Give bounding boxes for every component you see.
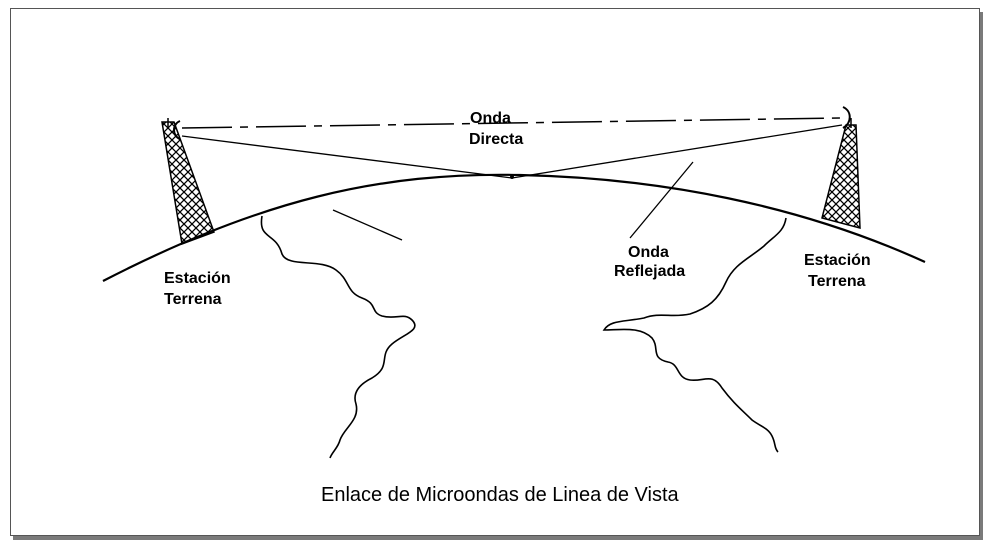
reflected-wave-right-ray (511, 124, 843, 179)
reflected-wave-leader (629, 161, 694, 239)
right-antenna-icon (842, 106, 851, 129)
earth-horizon (102, 173, 926, 282)
direct-wave-line (181, 117, 843, 129)
reflection-point (510, 175, 514, 179)
reflected-wave-label-line1: Onda (628, 244, 669, 261)
left-antenna-icon (173, 120, 181, 140)
left-coastline (260, 215, 416, 459)
left-tower (161, 118, 215, 246)
direct-wave-label-line2: Directa (469, 131, 523, 148)
reflected-wave-left-ray (181, 135, 513, 179)
right-coastline (602, 217, 787, 453)
right-station-label-line2: Terrena (808, 273, 866, 290)
reflected-wave-label-line2: Reflejada (614, 263, 685, 280)
diagram-frame (10, 8, 980, 536)
horizon-tick-leader (332, 209, 403, 241)
direct-wave-label-line1: Onda (470, 110, 511, 127)
right-station-label-line1: Estación (804, 252, 871, 269)
left-station-label-line2: Terrena (164, 291, 222, 308)
left-station-label-line1: Estación (164, 270, 231, 287)
diagram-caption: Enlace de Microondas de Linea de Vista (321, 484, 680, 506)
right-tower (821, 118, 861, 229)
